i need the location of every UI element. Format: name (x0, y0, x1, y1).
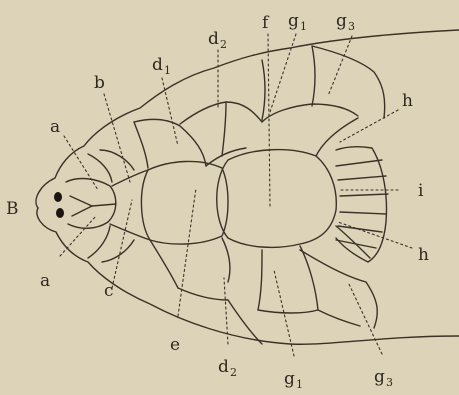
label-a-bottom: a (40, 271, 50, 291)
leader-g3-top (328, 36, 352, 96)
label-g3-top-sub: 3 (348, 20, 355, 33)
central-disc (217, 150, 337, 248)
label-g1-top: g (288, 11, 299, 31)
label-e: e (170, 335, 180, 355)
nostrils (54, 192, 64, 218)
leader-b (104, 94, 130, 182)
leader-c (112, 200, 132, 288)
posterior-plates (336, 147, 388, 262)
label-g3-top: g (336, 11, 347, 31)
label-B: B (6, 199, 19, 219)
label-g1-bottom: g (284, 369, 295, 389)
label-i: i (418, 181, 424, 201)
label-g1-bottom-sub: 1 (296, 378, 303, 391)
label-b: b (94, 73, 105, 93)
label-f: f (262, 13, 270, 33)
anterior-plates (66, 150, 150, 262)
label-g3-bottom-sub: 3 (386, 376, 393, 389)
label-d1-sub: 1 (164, 64, 171, 77)
leader-h-top (340, 110, 398, 142)
leader-d1 (162, 78, 178, 146)
label-g1-top-sub: 1 (300, 20, 307, 33)
leader-f (268, 34, 270, 206)
label-h-bottom: h (418, 245, 429, 265)
leader-g1-top (270, 34, 296, 112)
label-d2-bottom-sub: 2 (230, 366, 237, 379)
label-d1: d (152, 55, 163, 75)
leader-a-top (64, 136, 98, 190)
plate-e (141, 161, 228, 244)
label-g3-bottom: g (374, 367, 385, 387)
leader-a-bottom (60, 216, 96, 256)
leader-e (178, 188, 196, 316)
label-h-top: h (402, 91, 413, 111)
label-a-top: a (50, 117, 60, 137)
leader-h-bottom (338, 222, 412, 248)
label-c: c (104, 281, 114, 301)
label-d2-top-sub: 2 (220, 38, 227, 51)
label-d2-top: d (208, 29, 219, 49)
label-d2-bottom: d (218, 357, 229, 377)
labels: B a a b c d 1 d 2 e f g 1 g 3 h i h d 2 … (6, 11, 429, 391)
